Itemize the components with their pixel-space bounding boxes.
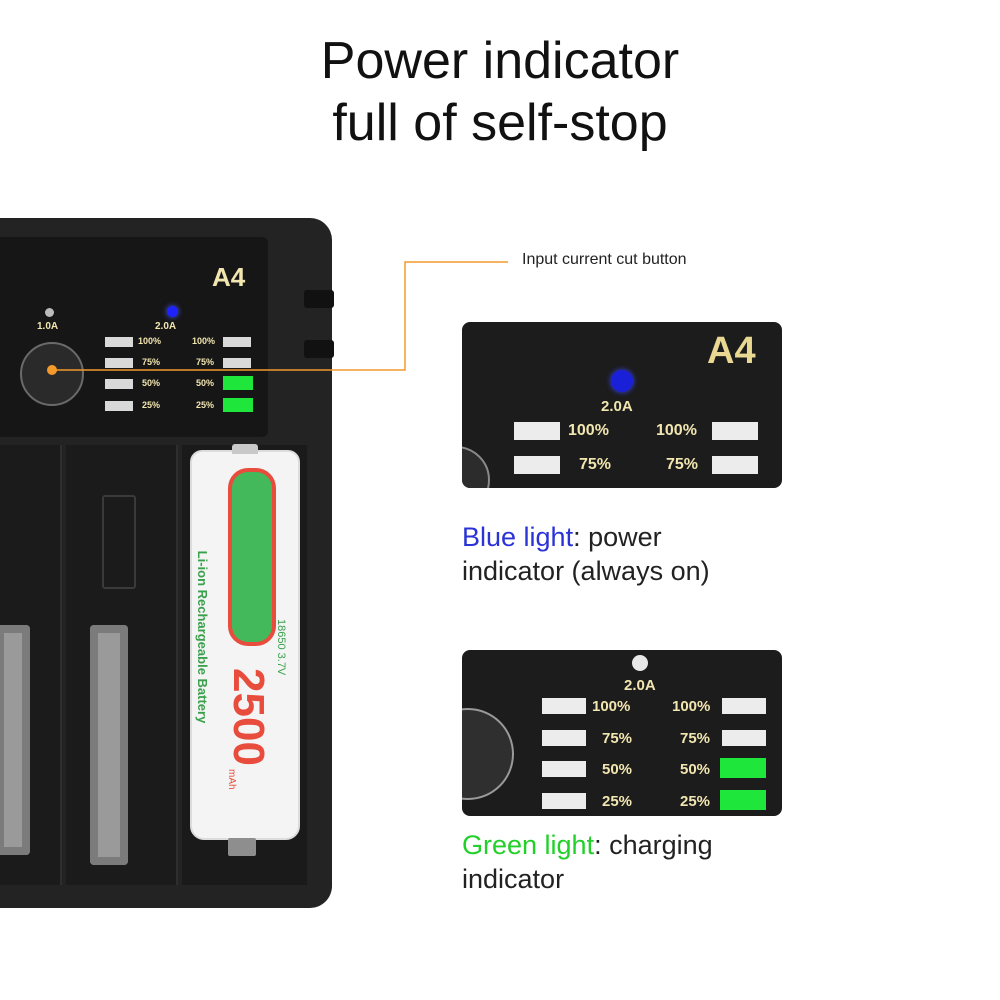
right-level-bar-lit	[223, 398, 253, 412]
slot-contact	[90, 625, 128, 865]
caption-blue-highlight: Blue light	[462, 522, 574, 552]
level-label: 50%	[680, 761, 711, 778]
zoom-panel-power: A4 2.0A 100% 100% 75% 75%	[462, 322, 782, 488]
level-label: 100%	[592, 698, 631, 715]
battery-bottom-contact	[228, 838, 256, 856]
level-label: 75%	[142, 357, 161, 367]
level-bar	[712, 422, 758, 440]
callout-label: Input current cut button	[522, 251, 687, 268]
level-bar	[514, 422, 560, 440]
right-level-bar-lit	[223, 376, 253, 390]
level-bar-lit	[720, 758, 766, 778]
level-bar-lit	[720, 790, 766, 810]
caption-green-light: Green light: charging indicator	[462, 828, 713, 896]
level-bar	[722, 730, 766, 746]
level-label: 75%	[602, 730, 633, 747]
level-bar	[542, 793, 586, 809]
level-label: 75%	[196, 357, 215, 367]
right-level-bar	[223, 337, 251, 347]
title-line-2: full of self-stop	[332, 94, 668, 152]
current-1a-label: 1.0A	[37, 321, 59, 332]
left-level-bar	[105, 401, 133, 411]
level-label: 100%	[192, 336, 216, 346]
control-panel: A4 1.0A 2.0A 100% 75% 50% 25% 100% 75% 5…	[0, 237, 268, 437]
model-label: A4	[212, 262, 246, 292]
level-bar	[722, 698, 766, 714]
current-label: 2.0A	[601, 398, 633, 415]
battery-polarity-mark	[102, 495, 136, 589]
caption-green-rest: : charging	[594, 830, 713, 860]
left-level-bar	[105, 337, 133, 347]
button-edge	[462, 708, 514, 800]
level-bar	[542, 730, 586, 746]
zoom-panel-charging: 2.0A 100% 100% 75% 75% 50% 50% 25% 25%	[462, 650, 782, 816]
level-bar	[542, 761, 586, 777]
caption-blue-light: Blue light: power indicator (always on)	[462, 520, 710, 588]
level-label: 50%	[602, 761, 633, 778]
level-label: 100%	[138, 336, 162, 346]
level-label: 25%	[602, 793, 633, 810]
level-label: 100%	[656, 422, 697, 439]
level-label: 25%	[196, 400, 215, 410]
level-label: 100%	[672, 698, 711, 715]
caption-blue-rest: : power	[573, 522, 662, 552]
level-label: 100%	[568, 422, 609, 439]
current-2a-label: 2.0A	[155, 321, 177, 332]
level-label: 75%	[579, 456, 612, 473]
battery-18650: 2500 Li-ion Rechargeable Battery 18650 3…	[190, 444, 300, 840]
blue-led	[611, 370, 633, 392]
caption-blue-line2: indicator (always on)	[462, 556, 710, 586]
side-vent	[304, 340, 334, 358]
level-label: 50%	[196, 378, 215, 388]
battery-terminal	[232, 444, 258, 454]
led-2a-blue	[167, 306, 178, 317]
page-title: Power indicator full of self-stop	[0, 30, 1000, 154]
slot-contact	[0, 625, 30, 855]
right-level-bar	[223, 358, 251, 368]
level-label: 25%	[142, 400, 161, 410]
caption-green-highlight: Green light	[462, 830, 595, 860]
level-bar	[514, 456, 560, 474]
level-label: 75%	[680, 730, 711, 747]
level-label: 50%	[142, 378, 161, 388]
left-level-bar	[105, 379, 133, 389]
title-line-1: Power indicator	[320, 32, 680, 90]
caption-green-line2: indicator	[462, 864, 565, 894]
model-label: A4	[707, 330, 756, 372]
led-1a	[45, 308, 54, 317]
left-level-bar	[105, 358, 133, 368]
white-led	[632, 655, 648, 671]
level-label: 25%	[680, 793, 711, 810]
level-label: 75%	[666, 456, 699, 473]
side-vent	[304, 290, 334, 308]
button-edge	[462, 446, 490, 488]
level-bar	[542, 698, 586, 714]
current-label: 2.0A	[624, 677, 656, 694]
battery-green-stripe	[232, 472, 272, 642]
level-bar	[712, 456, 758, 474]
